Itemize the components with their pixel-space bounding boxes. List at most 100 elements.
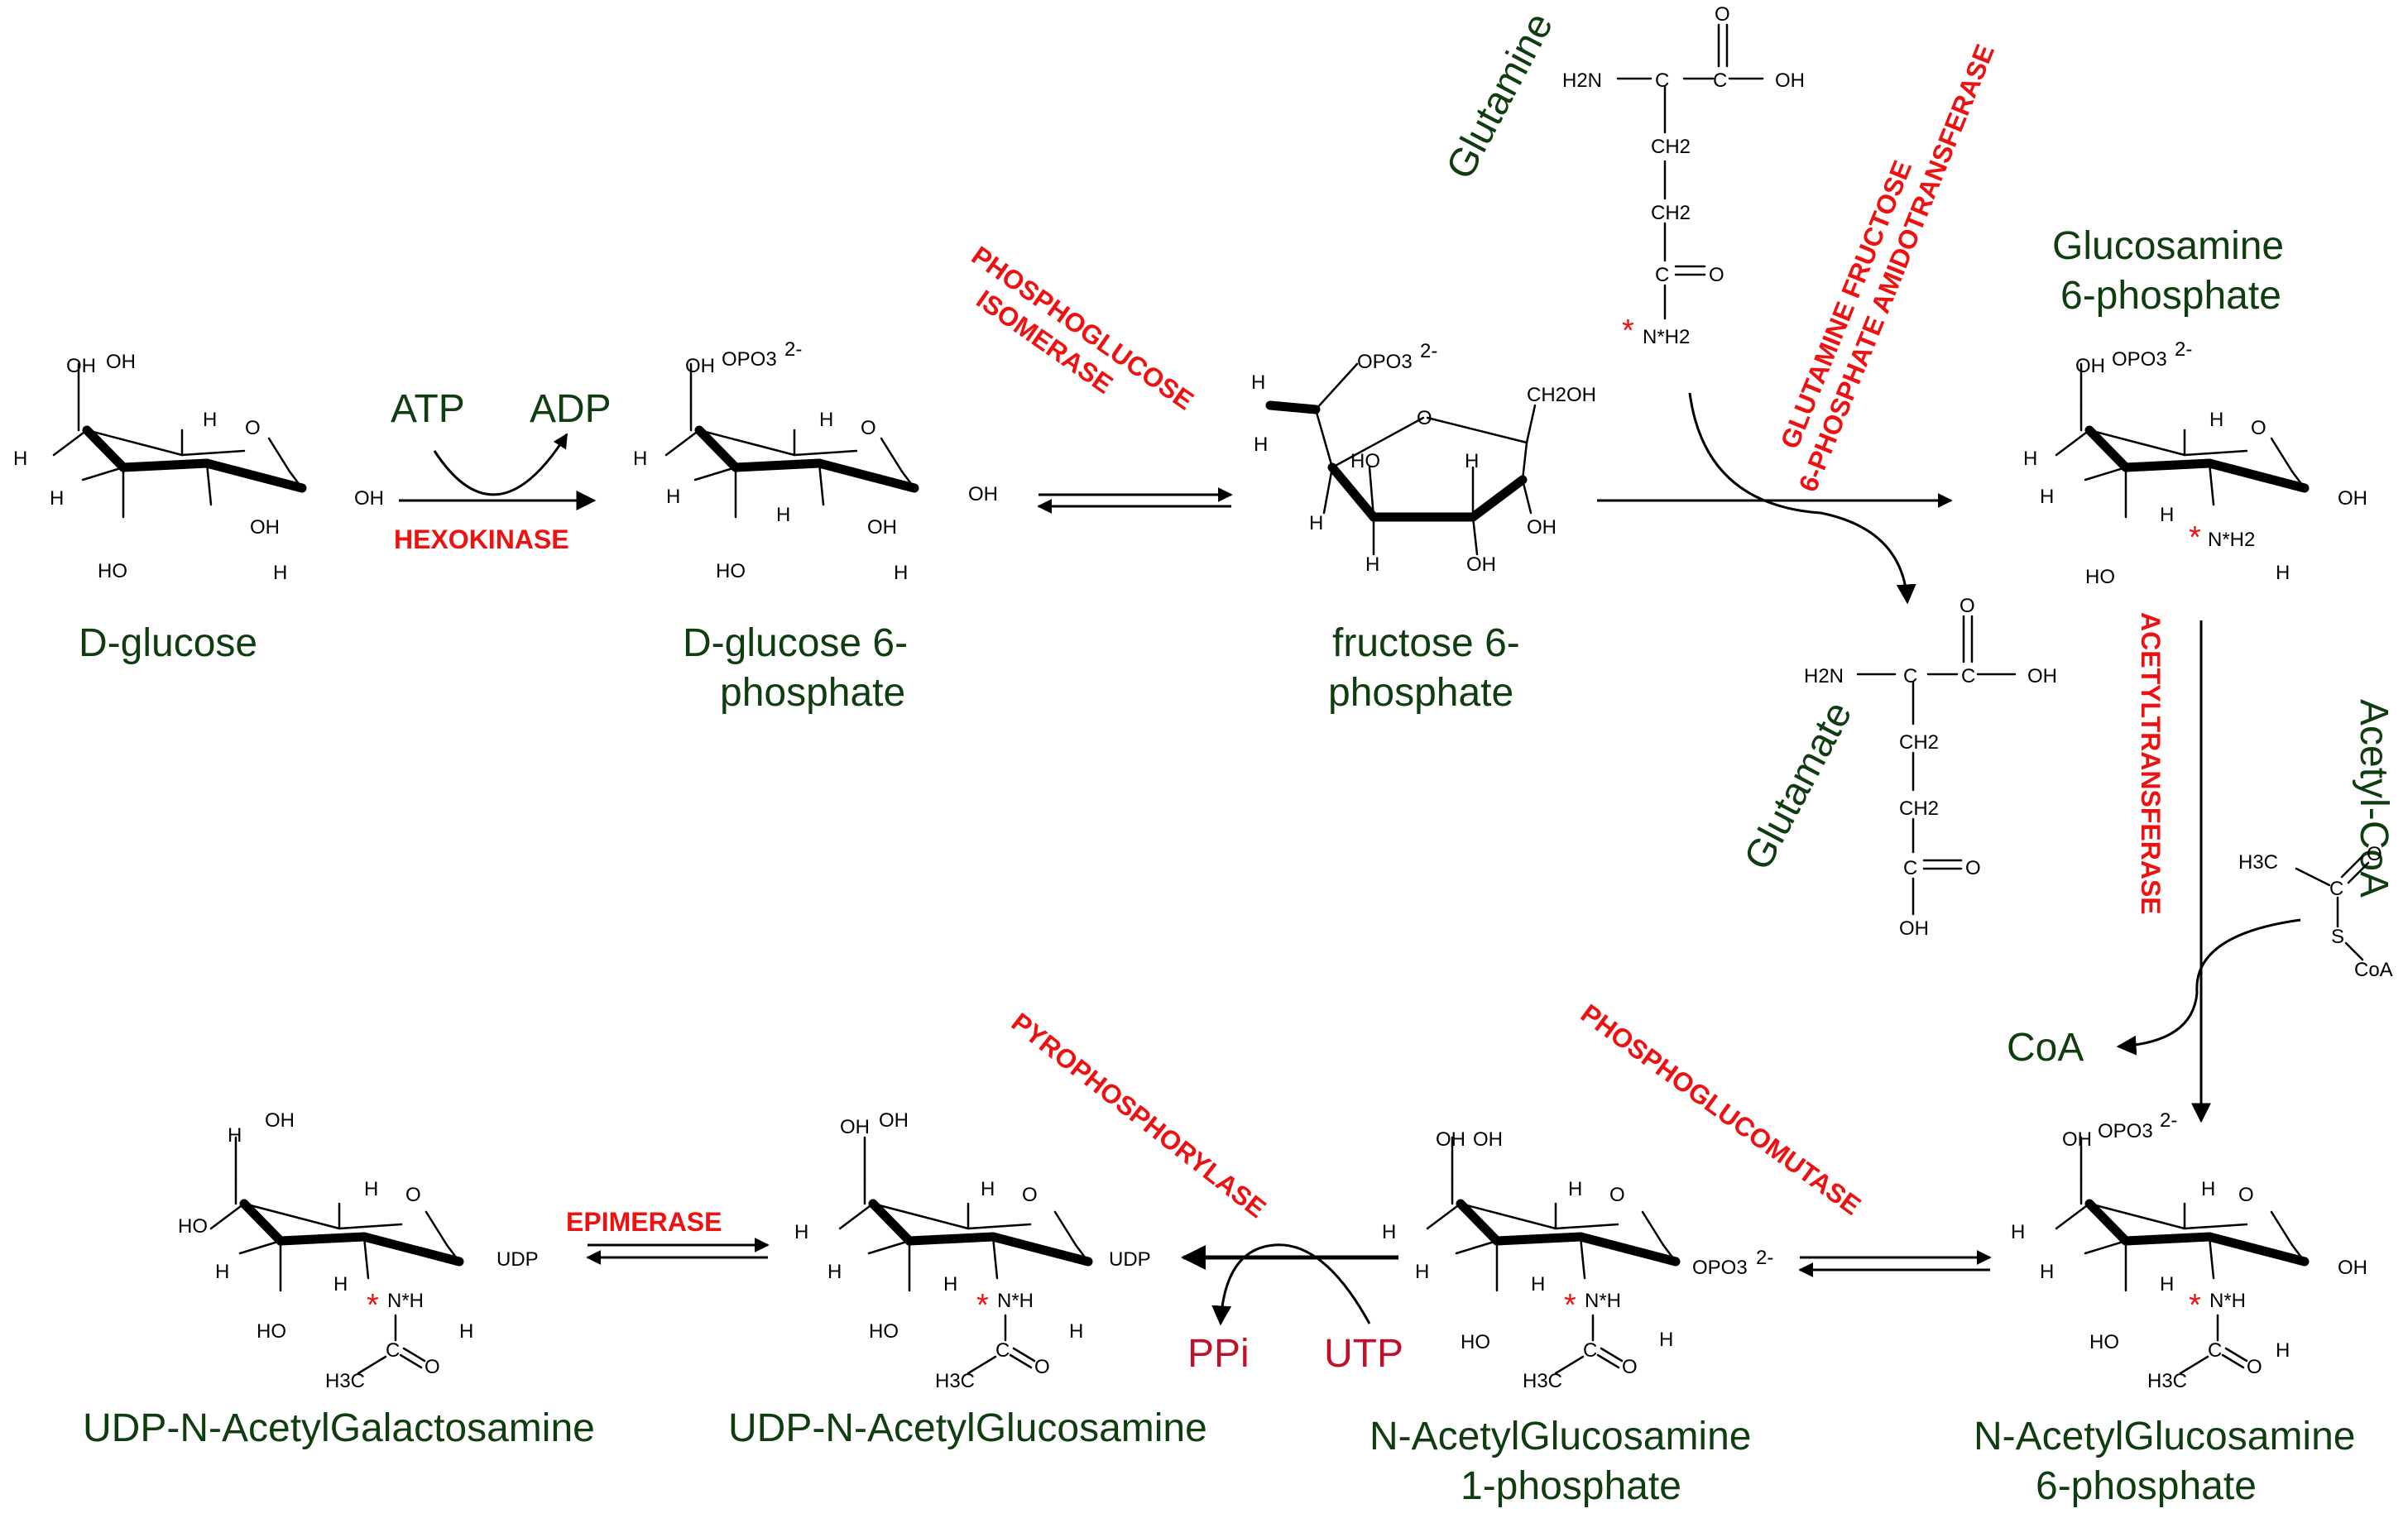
atom-label: C: [1655, 69, 1669, 92]
atom-label: H: [2160, 1273, 2174, 1296]
atom-label: O: [2238, 1184, 2254, 1206]
atom-label: 2-: [1756, 1247, 1773, 1269]
utp-label: UTP: [1324, 1332, 1403, 1376]
atom-label: HO: [1350, 450, 1380, 472]
atom-label: H3C: [1523, 1370, 1562, 1392]
adp-label: ADP: [530, 387, 612, 431]
fructose-6-phosphate-label-1: fructose 6-: [1332, 621, 1520, 665]
epimerase-label: EPIMERASE: [566, 1207, 722, 1237]
atom-label: HO: [2089, 1331, 2119, 1353]
atom-label: H: [827, 1261, 842, 1283]
atom-label: O: [1609, 1184, 1625, 1206]
atom-label: OH: [685, 355, 715, 377]
atom-label: OH: [840, 1116, 870, 1138]
atom-label: H: [819, 409, 833, 431]
pyrophosphorylase-label: PYROPHOSPHORYLASE: [1006, 1007, 1272, 1224]
atom-label: OPO3: [722, 348, 777, 371]
atom-label: H: [2276, 562, 2290, 584]
atom-label: N*H2: [1643, 326, 1690, 348]
atom-label: C: [1583, 1339, 1597, 1362]
atom-label: H: [2160, 504, 2174, 526]
d-glucose-label: D-glucose: [79, 621, 257, 665]
atom-label: H: [894, 562, 908, 584]
atom-label: H: [776, 504, 790, 526]
atom-label: OH: [1473, 1128, 1503, 1151]
atom-label: H: [2011, 1221, 2025, 1243]
atom-label: O: [1417, 407, 1432, 429]
glcnac-1-phosphate-label-1: N-AcetylGlucosamine: [1369, 1415, 1751, 1458]
atom-label: OH: [867, 516, 897, 539]
atom-label: 2-: [784, 338, 802, 361]
atom-label: O: [2251, 417, 2266, 439]
atom-label: HO: [869, 1320, 899, 1343]
atom-label: H: [2040, 486, 2054, 508]
atom-label: O: [1022, 1184, 1038, 1206]
atom-label: 2-: [2160, 1109, 2177, 1132]
glcnac-6-phosphate-molecule: OH OPO3 2- H H H O * N*H OH HO H H C O H…: [2011, 1109, 2367, 1392]
atom-label: C: [1713, 69, 1727, 92]
atom-label: O: [1709, 264, 1724, 286]
atom-label: H: [215, 1261, 229, 1283]
atom-label: OH: [2338, 487, 2367, 510]
atom-label: H: [1568, 1178, 1582, 1200]
acetyl-coa-molecule: H3C C O S CoA: [2238, 843, 2393, 981]
atom-label: UDP: [496, 1248, 539, 1271]
gfat-label-2: 6-PHOSPHATE AMIDOTRANSFERASE: [1793, 41, 2000, 496]
label-star: *: [1622, 314, 1634, 348]
atom-label: H: [364, 1178, 378, 1200]
glcnac-6-phosphate-label-1: N-AcetylGlucosamine: [1974, 1415, 2355, 1458]
atom-label: OH: [2062, 1128, 2092, 1151]
atp-label: ATP: [391, 387, 465, 431]
atom-label: O: [405, 1184, 421, 1206]
atom-label: H: [1415, 1261, 1429, 1283]
udp-galnac-molecule: OH H HO H H O * N*H UDP HO H H C O H3C: [178, 1109, 539, 1392]
atom-label: OPO3: [2098, 1120, 2153, 1142]
atom-label: N*H: [2209, 1290, 2246, 1312]
atom-label: H: [1254, 433, 1268, 456]
label-star: *: [2189, 520, 2201, 555]
atom-label: O: [2247, 1356, 2262, 1378]
atom-label: HO: [257, 1320, 286, 1343]
glucosamine-6-phosphate-label-2: 6-phosphate: [2060, 274, 2281, 318]
glutamine-molecule: O H2N C C OH CH2 CH2 C O * N*H2: [1562, 3, 1805, 348]
atom-label: H3C: [2147, 1370, 2187, 1392]
glcnac-1-phosphate-label-2: 1-phosphate: [1461, 1464, 1681, 1508]
atom-label: O: [1622, 1356, 1638, 1378]
atom-label: OH: [879, 1109, 909, 1132]
atom-label: OPO3: [2112, 348, 2167, 371]
atom-label: S: [2331, 926, 2344, 948]
acetyl-coa-label: Acetyl-CoA: [2352, 699, 2396, 898]
pgi-label-group: PHOSPHOGLUCOSE ISOMERASE: [967, 240, 1199, 415]
atom-label: H: [50, 487, 64, 510]
atom-label: CH2: [1651, 136, 1691, 158]
atom-label: C: [1903, 665, 1917, 687]
atom-label: C: [1961, 665, 1975, 687]
atom-label: H: [1251, 371, 1265, 394]
glucosamine-6-phosphate-label-1: Glucosamine: [2052, 224, 2284, 268]
atom-label: H: [333, 1273, 348, 1296]
atom-label: O: [425, 1356, 440, 1378]
atom-label: O: [1959, 595, 1975, 617]
atom-label: H: [2040, 1261, 2054, 1283]
glutamine-label: Glutamine: [1438, 6, 1562, 186]
atom-label: C: [1655, 264, 1669, 286]
label-star: *: [1564, 1288, 1576, 1323]
atom-label: H: [981, 1178, 995, 1200]
atom-label: H: [794, 1221, 808, 1243]
atom-label: H: [2023, 448, 2037, 470]
atom-label: H: [2201, 1178, 2215, 1200]
atom-label: H: [1382, 1221, 1396, 1243]
atom-label: CoA: [2354, 959, 2393, 981]
atom-label: HO: [98, 560, 127, 582]
atom-label: H: [459, 1320, 473, 1343]
atom-label: OH: [2075, 355, 2105, 377]
atom-label: H: [943, 1273, 957, 1296]
atom-label: OH: [354, 487, 384, 510]
atom-label: OH: [265, 1109, 295, 1132]
atom-label: HO: [2085, 566, 2115, 588]
atom-label: O: [245, 417, 261, 439]
atom-label: N*H: [387, 1290, 424, 1312]
atom-label: OH: [2338, 1257, 2367, 1279]
atom-label: OH: [2027, 665, 2057, 687]
atom-label: H: [1309, 512, 1323, 534]
